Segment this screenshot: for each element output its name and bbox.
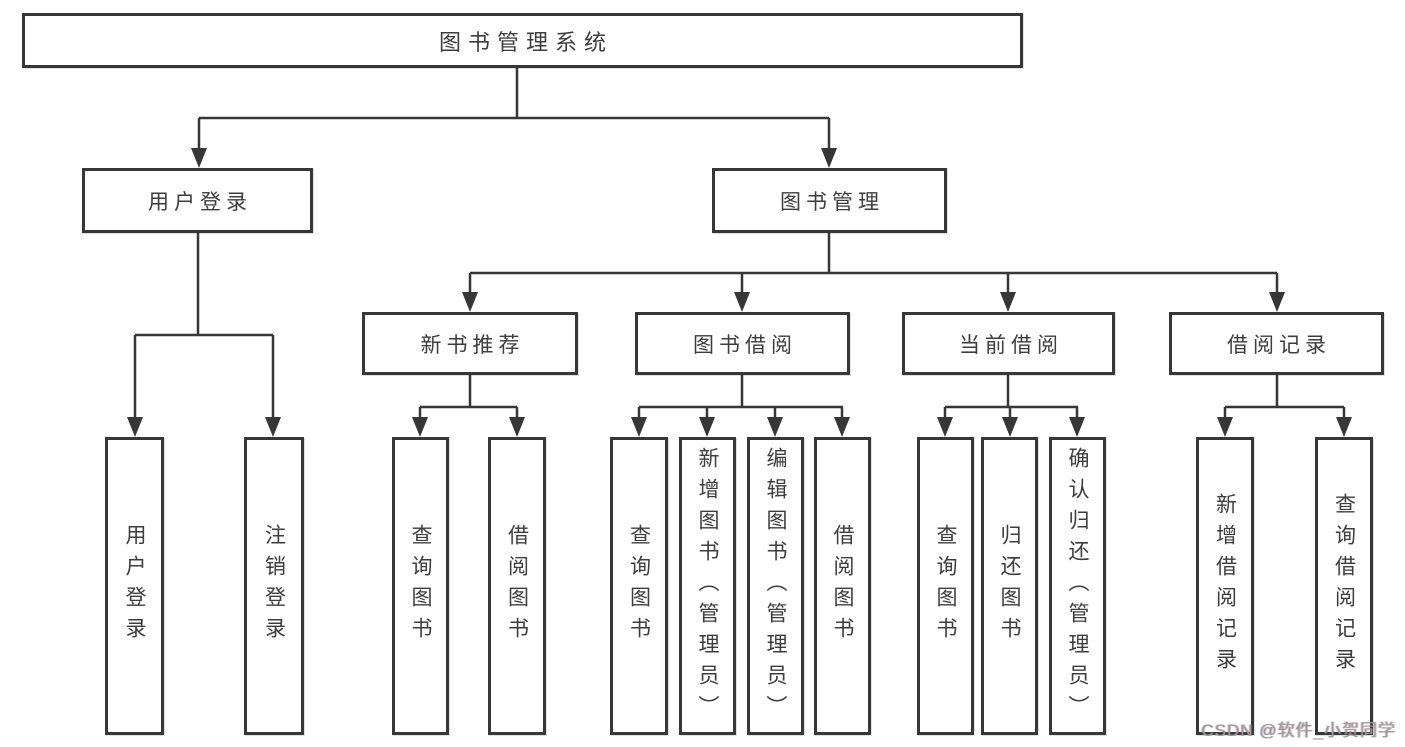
node-book-borrowing: 图书借阅 — [635, 312, 850, 375]
node-library-system: 图书管理系统 — [22, 13, 1023, 68]
node-label: 查询图书 — [409, 524, 432, 648]
node-label: 新增借阅记录 — [1213, 493, 1237, 679]
node-borrowing-records: 借阅记录 — [1169, 312, 1384, 375]
node-label: 用户登录 — [123, 524, 146, 648]
leaf-query-books-recommend: 查询图书 — [392, 437, 449, 735]
leaf-borrow-books-borrowing: 借阅图书 — [814, 437, 871, 735]
node-label: 图书管理系统 — [438, 29, 613, 55]
node-label: 查询图书 — [627, 524, 651, 648]
leaf-borrow-books-recommend: 借阅图书 — [488, 437, 546, 735]
leaf-logout-login: 注销登录 — [244, 437, 304, 735]
node-new-book-recommendation: 新书推荐 — [362, 312, 578, 375]
leaf-add-borrow-record: 新增借阅记录 — [1196, 437, 1254, 735]
node-current-borrowing: 当前借阅 — [902, 312, 1115, 375]
node-label: 确认归还（管理员） — [1066, 446, 1089, 726]
node-label: 注销登录 — [262, 524, 286, 648]
leaf-confirm-return-admin: 确认归还（管理员） — [1049, 437, 1106, 735]
node-label: 归还图书 — [998, 524, 1021, 648]
node-label: 新增图书（管理员） — [696, 446, 719, 726]
node-label: 用户登录 — [148, 190, 252, 214]
leaf-query-books-borrowing: 查询图书 — [610, 437, 668, 735]
node-label: 查询图书 — [934, 524, 957, 648]
leaf-query-borrow-record: 查询借阅记录 — [1315, 437, 1373, 735]
leaf-return-books: 归还图书 — [981, 437, 1038, 735]
node-label: 借阅图书 — [505, 524, 529, 648]
csdn-watermark: CSDN @软件_小贺同学 — [1201, 721, 1396, 740]
node-label: 图书管理 — [780, 190, 884, 214]
node-user-login: 用户登录 — [82, 168, 313, 233]
node-label: 查询借阅记录 — [1332, 493, 1356, 679]
leaf-user-login: 用户登录 — [105, 437, 164, 735]
node-book-management: 图书管理 — [712, 168, 947, 233]
node-label: 当前借阅 — [959, 333, 1063, 357]
node-label: 借阅图书 — [831, 524, 854, 648]
leaf-edit-books-admin: 编辑图书（管理员） — [747, 437, 804, 735]
leaf-query-books-current: 查询图书 — [917, 437, 974, 735]
node-label: 借阅记录 — [1227, 333, 1331, 357]
node-label: 图书借阅 — [693, 333, 797, 357]
node-label: 编辑图书（管理员） — [764, 446, 787, 726]
node-label: 新书推荐 — [420, 333, 525, 357]
leaf-add-books-admin: 新增图书（管理员） — [679, 437, 736, 735]
arrowheads — [127, 148, 1352, 437]
